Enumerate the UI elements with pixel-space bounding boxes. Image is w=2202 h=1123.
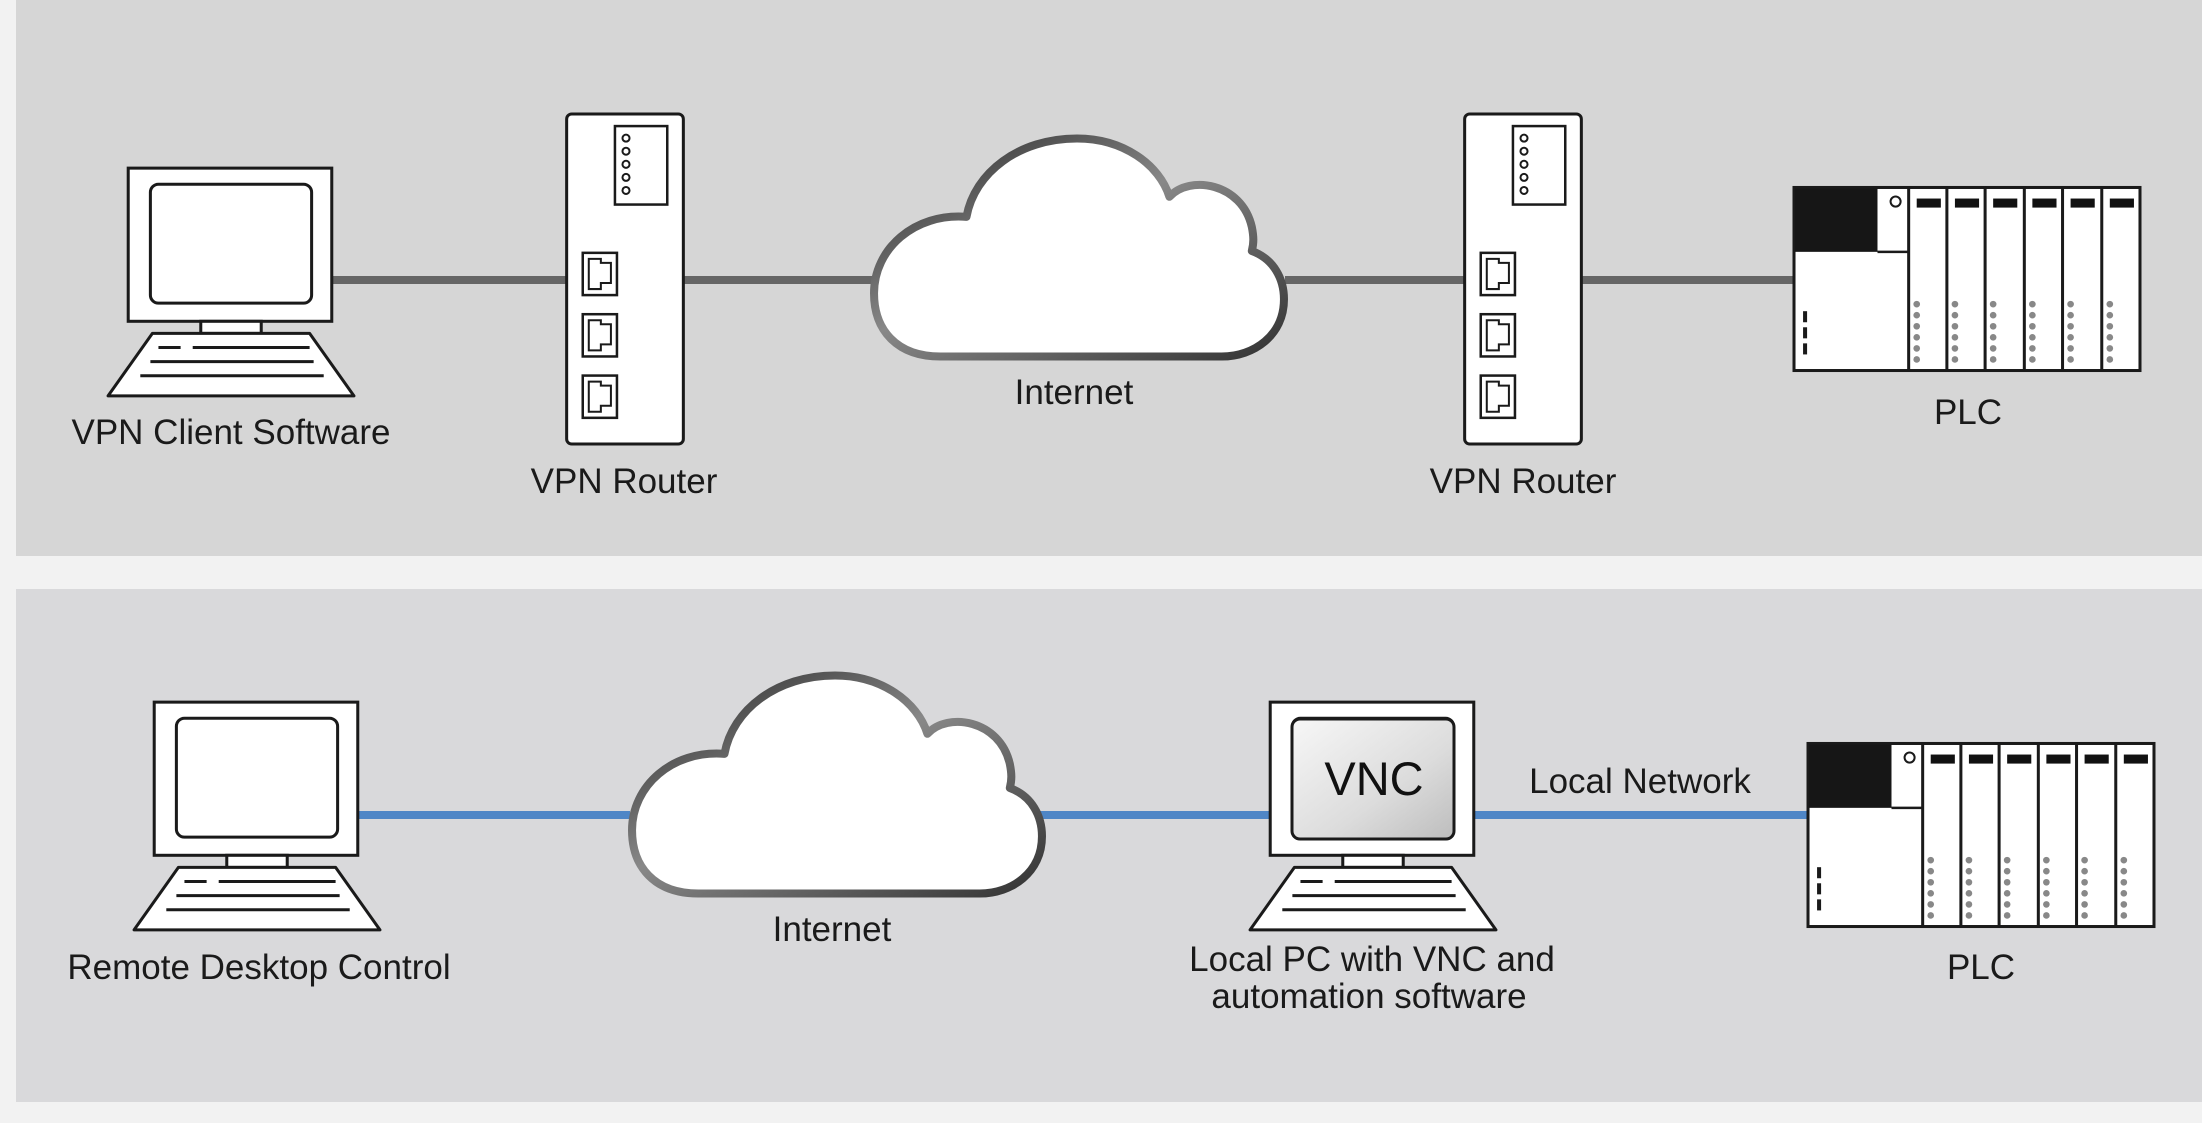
router-icon	[1463, 112, 1583, 446]
vpn-client-label: VPN Client Software	[71, 413, 391, 452]
plc-icon	[1806, 741, 2156, 929]
plc-icon	[1792, 185, 2142, 373]
vpn-router-right-label: VPN Router	[1429, 462, 1617, 501]
local-pc-label-line1: Local PC with VNC and	[1189, 940, 1555, 979]
local-pc-label-line2: automation software	[1211, 977, 1527, 1016]
laptop-icon	[106, 166, 356, 398]
vnc-laptop-icon	[1248, 700, 1498, 932]
internet-label-bottom: Internet	[772, 910, 892, 949]
internet-label-top: Internet	[1014, 373, 1134, 412]
remote-desktop-label: Remote Desktop Control	[67, 948, 451, 987]
local-network-label: Local Network	[1529, 762, 1751, 801]
router-icon	[565, 112, 685, 446]
vnc-screen-text: VNC	[1324, 752, 1424, 805]
laptop-icon	[132, 700, 382, 932]
plc-label-top: PLC	[1933, 393, 2003, 432]
plc-label-bottom: PLC	[1946, 948, 2016, 987]
vpn-router-left-label: VPN Router	[530, 462, 718, 501]
